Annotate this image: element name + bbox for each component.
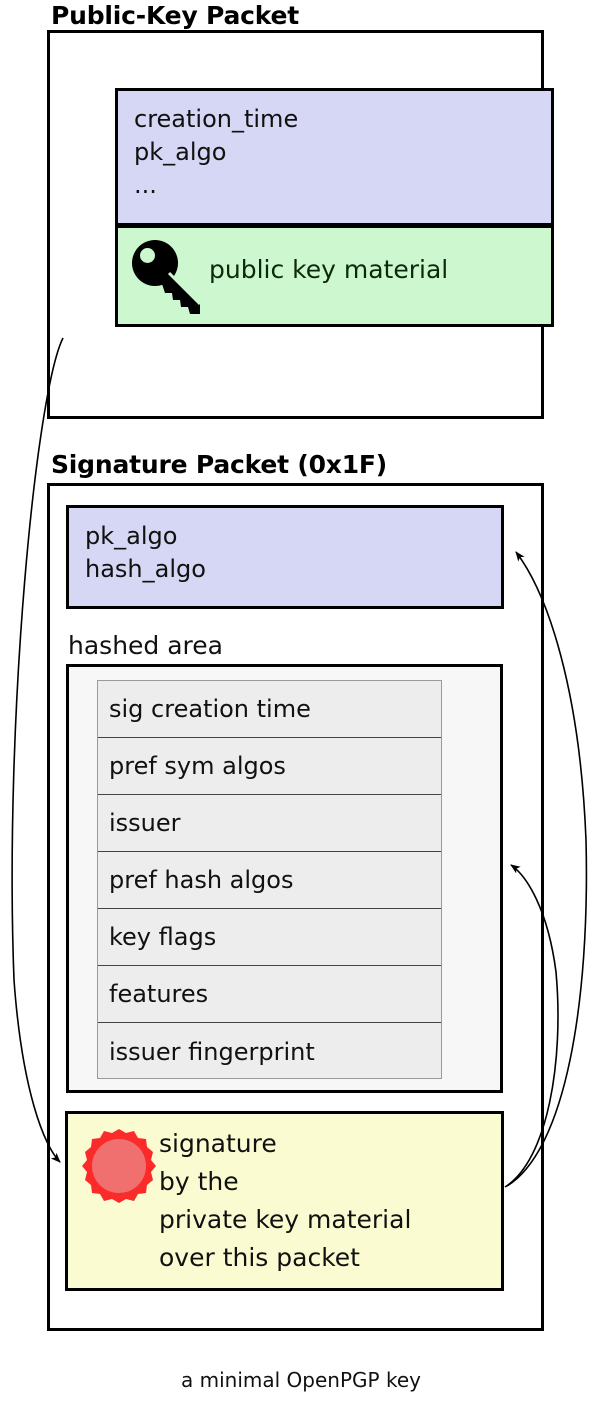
subpacket-row: issuer: [98, 795, 441, 852]
subpacket-row: key flags: [98, 909, 441, 966]
subpacket-row: features: [98, 966, 441, 1023]
subpacket-row: pref hash algos: [98, 852, 441, 909]
subpacket-row: issuer fingerprint: [109, 1037, 315, 1066]
signature-packet-title: Signature Packet (0x1F): [51, 450, 388, 479]
key-icon: [132, 240, 202, 314]
public-key-material-label: public key material: [209, 255, 449, 284]
public-key-metadata-text: creation_time pk_algo ...: [134, 105, 299, 199]
signature-algo-block: pk_algo hash_algo: [66, 505, 504, 609]
public-key-metadata-block: creation_time pk_algo ...: [115, 88, 554, 226]
public-key-packet-box: creation_time pk_algo ... public key mat…: [47, 30, 554, 419]
public-key-packet-title: Public-Key Packet: [51, 1, 300, 30]
subpacket-row: pref sym algos: [98, 738, 441, 795]
signature-value-text: signature by the private key material ov…: [159, 1129, 412, 1272]
subpacket-row: sig creation time: [98, 681, 441, 738]
hashed-subpacket-list: sig creation time pref sym algos issuer …: [97, 680, 442, 1079]
public-key-material-block: public key material: [115, 225, 554, 327]
hashed-area-box: sig creation time pref sym algos issuer …: [66, 664, 503, 1093]
wax-seal-icon: [82, 1129, 156, 1203]
hashed-area-label: hashed area: [68, 631, 223, 660]
figure-caption: a minimal OpenPGP key: [181, 1368, 421, 1392]
signature-value-block: signature by the private key material ov…: [65, 1111, 504, 1291]
signature-algo-text: pk_algo hash_algo: [85, 522, 206, 583]
